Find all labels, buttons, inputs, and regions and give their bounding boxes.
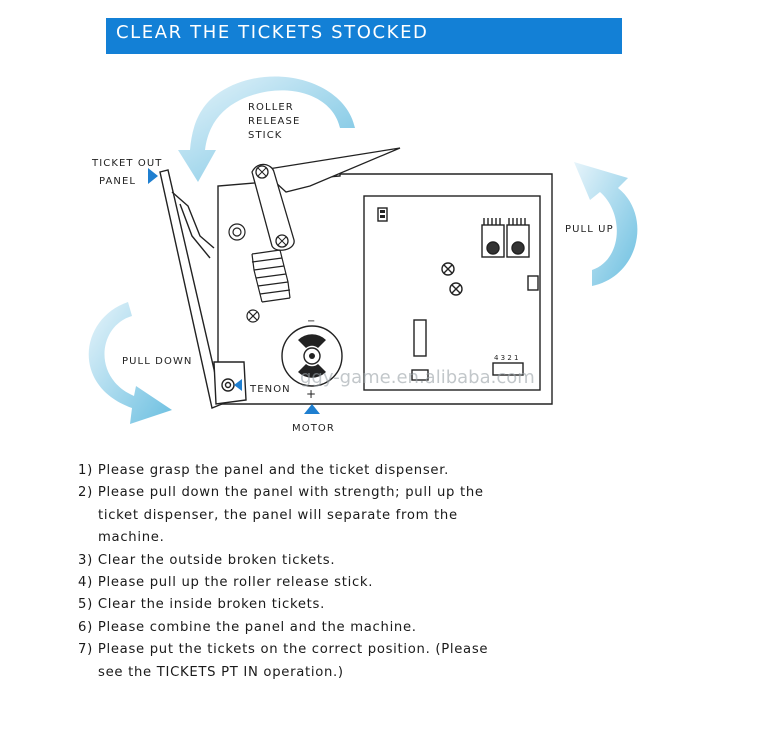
motor-label: MOTOR [292, 423, 335, 434]
instruction-step-7: 7) Please put the tickets on the correct… [78, 642, 489, 680]
screw-fixtures [228, 223, 260, 323]
ticket-out-marker-icon [148, 168, 158, 184]
ticket-out-label-line2: PANEL [99, 176, 136, 187]
tenon-marker-icon [234, 379, 242, 391]
roller-label-line3: STICK [248, 130, 282, 141]
instruction-step-2: 2) Please pull down the panel with stren… [78, 485, 484, 546]
pull-down-arrow-icon [88, 302, 172, 424]
instruction-step-3: 3) Clear the outside broken tickets. [78, 552, 336, 568]
connector-pin-label: 4 3 2 1 [494, 354, 519, 362]
title-banner: CLEAR THE TICKETS STOCKED [106, 18, 622, 54]
ticket-out-panel [159, 169, 247, 409]
circuit-board [363, 195, 541, 391]
pull-down-label: PULL DOWN [122, 356, 193, 367]
pull-up-label: PULL UP [565, 224, 614, 235]
tenon-label: TENON [249, 384, 291, 395]
instruction-step-4: 4) Please pull up the roller release sti… [78, 575, 374, 591]
roller-label-line1: ROLLER [248, 102, 294, 113]
instruction-step-6: 6) Please combine the panel and the mach… [78, 619, 417, 635]
watermark: ggy-game.en.alibaba.com [300, 367, 535, 388]
motor-minus-label: − [307, 316, 316, 327]
machine-body [217, 173, 553, 405]
instruction-step-5: 5) Clear the inside broken tickets. [78, 597, 325, 613]
roller-label-line2: RELEASE [248, 116, 300, 127]
motor-marker-icon [304, 404, 320, 414]
ticket-out-label-line1: TICKET OUT [91, 158, 163, 169]
motor-plus-label: + [306, 387, 317, 401]
spring [251, 249, 291, 303]
pull-up-arrow-icon [574, 162, 638, 286]
motor [281, 325, 343, 387]
roller-release-arrow-icon [178, 76, 355, 182]
roller-release-stick [251, 147, 401, 251]
instruction-step-1: 1) Please grasp the panel and the ticket… [78, 463, 450, 478]
title-text: CLEAR THE TICKETS STOCKED [116, 22, 429, 43]
instruction-list: 1) Please grasp the panel and the ticket… [78, 460, 498, 684]
dispenser-diagram: − + MOTOR 4 3 2 1 ROLLER RELEASE STICK [88, 76, 638, 434]
